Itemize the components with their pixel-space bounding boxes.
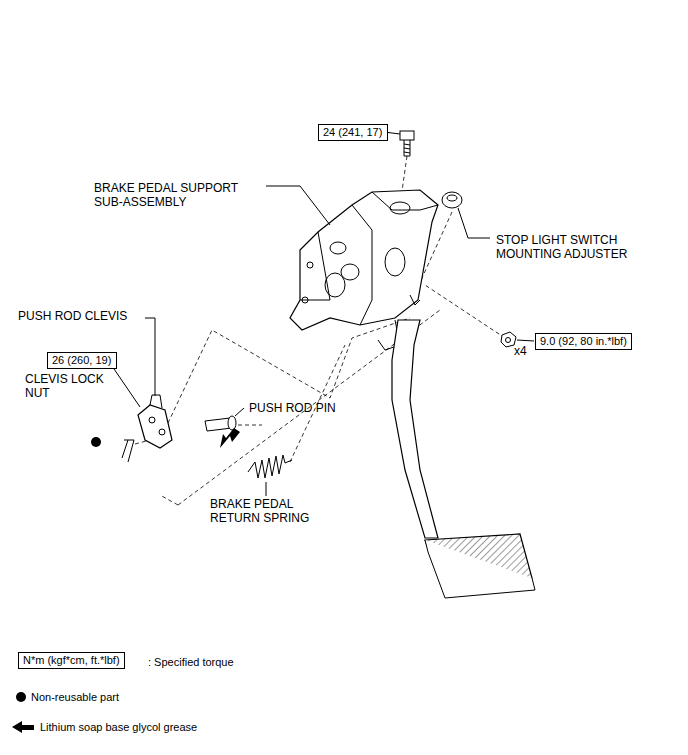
legend-text: : Specified torque xyxy=(148,655,234,669)
part-label: PUSH ROD CLEVIS xyxy=(18,309,127,323)
torque-box: 24 (241, 17) xyxy=(318,124,388,141)
part-label: BRAKE PEDAL RETURN SPRING xyxy=(210,497,325,525)
part-label: STOP LIGHT SWITCH MOUNTING ADJUSTER xyxy=(496,233,641,261)
torque-value: 9.0 (92, 80 in.*lbf) xyxy=(540,335,627,347)
torque-box: 26 (260, 19) xyxy=(47,352,117,369)
legend-text: Non-reusable part xyxy=(31,690,119,704)
torque-value: 24 (241, 17) xyxy=(323,126,382,138)
part-label: PUSH ROD PIN xyxy=(249,401,336,415)
torque-value: 26 (260, 19) xyxy=(52,354,111,366)
torque-box: 9.0 (92, 80 in.*lbf) xyxy=(535,333,632,350)
part-label: BRAKE PEDAL SUPPORT SUB-ASSEMBLY xyxy=(94,181,244,209)
part-label: x4 xyxy=(514,344,527,358)
part-label: CLEVIS LOCK NUT xyxy=(25,372,107,400)
torque-box: N*m (kgf*cm, ft.*lbf) xyxy=(18,652,125,669)
torque-value: N*m (kgf*cm, ft.*lbf) xyxy=(23,654,120,666)
legend-text: Lithium soap base glycol grease xyxy=(40,720,197,734)
